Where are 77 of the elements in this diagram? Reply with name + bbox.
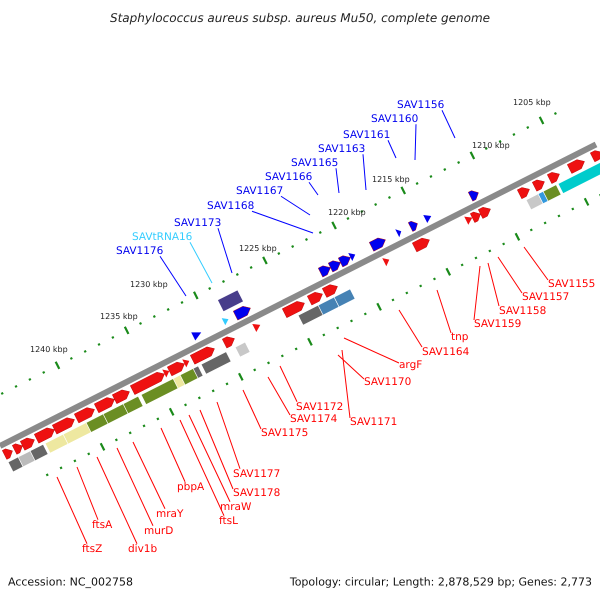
leader-line — [188, 414, 230, 502]
leader-line — [96, 456, 138, 544]
leader-line — [388, 140, 396, 158]
gene-label: SAV1165 — [291, 158, 338, 168]
leader-line — [218, 228, 232, 274]
leader-line — [308, 182, 318, 196]
gene-label: SAV1156 — [397, 100, 444, 110]
gene-label: SAV1166 — [265, 172, 312, 182]
leader-line — [160, 428, 186, 482]
leader-line — [116, 448, 154, 526]
gene-label: ftsA — [92, 520, 112, 530]
gene-label: ftsZ — [82, 544, 102, 554]
leader-line — [280, 366, 298, 402]
leader-line — [280, 196, 310, 216]
gene-label: SAV1173 — [174, 218, 222, 228]
scale-label: 1230 kbp — [130, 281, 168, 289]
gene-label: SAV1160 — [371, 114, 418, 124]
gene-label: argF — [399, 360, 422, 370]
leader-line — [252, 210, 314, 234]
leader-line — [474, 266, 480, 320]
leader-line — [398, 310, 422, 348]
leader-line — [268, 376, 290, 416]
leader-line — [180, 420, 224, 516]
scale-label: 1210 kbp — [472, 142, 510, 150]
scale-label: 1240 kbp — [30, 346, 68, 354]
gene-label: SAVtRNA16 — [132, 232, 192, 242]
leader-line — [190, 242, 212, 284]
scale-label: 1235 kbp — [100, 313, 138, 321]
leader-line — [216, 402, 240, 470]
gene-label: SAV1159 — [474, 318, 522, 330]
gene-label: mraW — [220, 502, 252, 512]
leader-line — [498, 256, 522, 294]
leader-line — [200, 410, 234, 490]
scale-label: 1220 kbp — [328, 209, 366, 217]
accession-text: Accession: NC_002758 — [8, 576, 134, 588]
gene-label: mraY — [156, 508, 184, 520]
leader-line — [160, 256, 186, 296]
leader-line — [56, 476, 88, 544]
scale-label: 1215 kbp — [372, 176, 410, 184]
gene-label: SAV1178 — [233, 488, 280, 498]
gene-label: SAV1163 — [318, 144, 366, 154]
scale-label: 1205 kbp — [513, 99, 551, 107]
gene-label: SAV1176 — [116, 246, 164, 256]
gene-label: SAV1164 — [422, 346, 470, 358]
gene-label: SAV1172 — [296, 402, 344, 412]
gene-label: SAV1174 — [290, 414, 338, 424]
gene-label: SAV1170 — [364, 376, 412, 388]
leader-line — [488, 262, 500, 306]
leader-line — [342, 350, 350, 418]
title: Staphylococcus aureus subsp. aureus Mu50, complete genome — [108, 12, 492, 24]
gene-label: SAV1155 — [548, 278, 596, 290]
leader-line — [524, 246, 548, 280]
leader-line — [336, 168, 340, 194]
gene-label: SAV1168 — [207, 200, 254, 212]
gene-label: div1b — [128, 544, 158, 554]
leader-line — [338, 354, 364, 380]
gene-label: ftsL — [219, 516, 238, 526]
gene-label: SAV1157 — [522, 292, 570, 302]
gene-label: SAV1161 — [343, 130, 390, 140]
gene-label: SAV1171 — [350, 416, 398, 428]
scale-label: 1225 kbp — [239, 245, 277, 253]
leader-line — [362, 154, 366, 190]
leader-line — [344, 338, 400, 364]
gene-label: SAV1177 — [233, 468, 280, 480]
leader-line — [414, 124, 416, 160]
gene-label: SAV1175 — [261, 428, 308, 438]
gene-label: SAV1167 — [236, 186, 284, 196]
gene-label: pbpA — [177, 482, 204, 492]
leader-line — [242, 390, 262, 430]
leader-line — [132, 442, 166, 510]
genome-summary-text: Topology: circular; Length: 2,878,529 bp; Genes: 2,773 — [290, 576, 592, 588]
gene-label: murD — [144, 526, 174, 536]
leader-line — [442, 110, 456, 138]
leader-line — [76, 466, 98, 520]
gene-label: tnp — [451, 332, 468, 342]
gene-label: SAV1158 — [499, 306, 546, 316]
leader-line — [436, 290, 452, 334]
